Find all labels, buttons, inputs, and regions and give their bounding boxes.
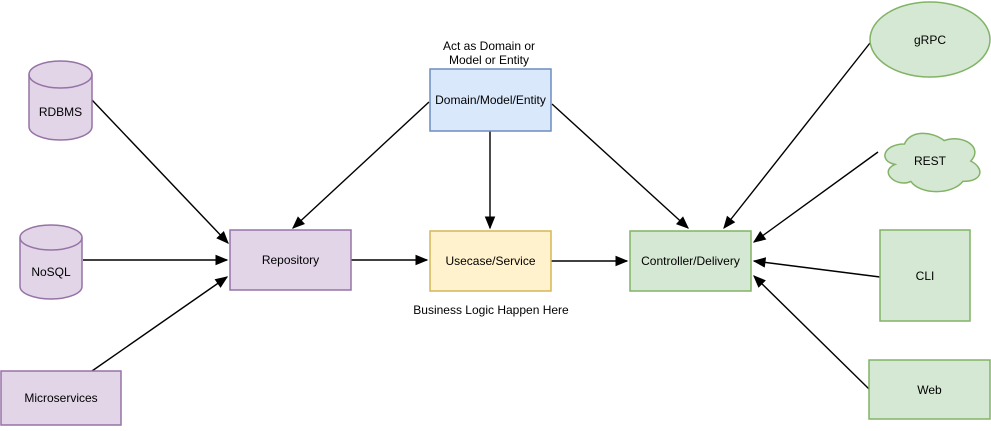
web-label: Web	[917, 383, 942, 397]
web-box	[868, 359, 991, 420]
edge-rdbms-to-repository	[91, 99, 229, 244]
domain-label: Domain/Model/Entity	[435, 93, 546, 107]
cli-box	[879, 229, 971, 322]
nosql-cylinder	[19, 224, 83, 300]
node-grpc: gRPC	[869, 1, 991, 78]
node-rest: REST	[884, 132, 981, 193]
nosql-label: NoSQL	[31, 265, 71, 279]
node-domain: Domain/Model/Entity	[429, 68, 552, 132]
microservices-label: Microservices	[24, 391, 97, 405]
repository-box	[229, 229, 352, 291]
domain-note-line2: Model or Entity	[449, 53, 529, 67]
node-controller: Controller/Delivery	[629, 230, 752, 292]
controller-box	[629, 230, 752, 292]
node-rdbms: RDBMS	[28, 60, 93, 141]
edge-microservices-to-repository	[91, 276, 229, 372]
node-cli: CLI	[879, 229, 971, 322]
usecase-note: Business Logic Happen Here	[413, 303, 569, 317]
cli-label: CLI	[916, 269, 935, 283]
edge-rest-to-controller	[752, 151, 879, 243]
usecase-label: Usecase/Service	[445, 254, 535, 268]
edge-domain-to-repository	[292, 101, 430, 229]
rest-label: REST	[914, 154, 947, 168]
grpc-ellipse	[869, 1, 991, 78]
controller-label: Controller/Delivery	[641, 254, 740, 268]
node-microservices: Microservices	[0, 370, 122, 426]
domain-box	[429, 68, 552, 132]
edge-domain-to-controller	[551, 103, 689, 229]
edges	[83, 42, 881, 390]
microservices-box	[0, 370, 122, 426]
domain-note-line1: Act as Domain or	[443, 39, 535, 53]
rdbms-label: RDBMS	[39, 105, 82, 119]
rest-cloud	[884, 132, 981, 193]
nosql-cylinder-rim	[19, 237, 83, 251]
node-web: Web	[868, 359, 991, 420]
grpc-label: gRPC	[914, 33, 946, 47]
usecase-box	[429, 230, 552, 292]
node-nosql: NoSQL	[19, 224, 83, 300]
edge-cli-to-controller	[752, 257, 881, 278]
node-usecase: Usecase/Service	[429, 230, 552, 292]
node-repository: Repository	[229, 229, 352, 291]
edge-web-to-controller	[753, 275, 870, 390]
rdbms-cylinder-rim	[28, 74, 93, 89]
edge-grpc-to-controller	[723, 42, 871, 230]
rdbms-cylinder	[28, 60, 93, 141]
annotations: Act as Domain or Model or Entity Busines…	[413, 39, 569, 317]
repository-label: Repository	[262, 253, 319, 267]
